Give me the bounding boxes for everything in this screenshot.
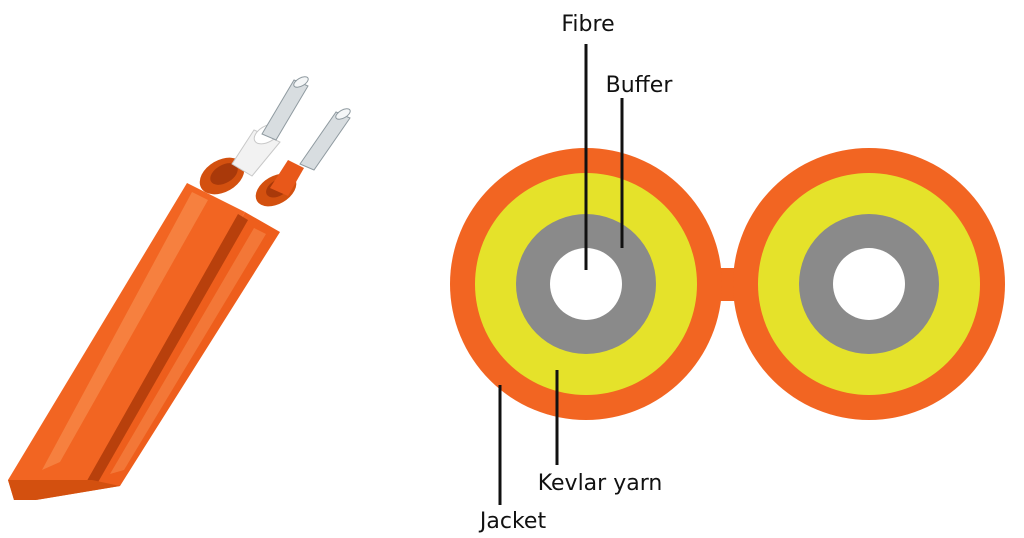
left-fibre-tip [293,76,309,88]
right-cord-highlight [110,228,266,474]
left-cord-mouth-inner [210,163,238,185]
cross-section: Fibre Buffer Kevlar yarn Jacket [450,12,1005,534]
right-inner-tube [270,160,304,196]
left-cord-highlight [42,192,208,470]
left-fibre-strand [261,79,309,141]
fibre-label: Fibre [561,12,614,37]
right-fibre-core [833,248,905,320]
right-fibre-tip [335,108,351,120]
right-cord-body [36,212,280,500]
cable-cut-end [8,480,120,500]
left-fibre-core [550,248,622,320]
right-fibre-strand [299,111,351,171]
kevlar-yarn-label: Kevlar yarn [538,471,663,496]
buffer-label: Buffer [606,73,674,98]
cable-illustration [8,76,351,500]
cord-groove [84,214,248,486]
jacket-label: Jacket [478,509,547,534]
